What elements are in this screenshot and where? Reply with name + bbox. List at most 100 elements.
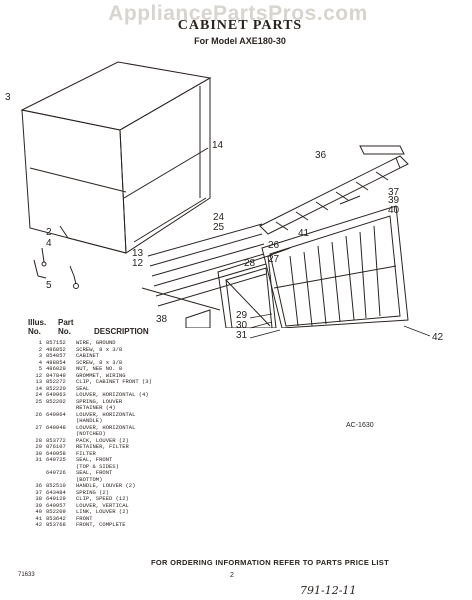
part-illus: 24: [35, 391, 42, 398]
part-illus: 4: [38, 358, 42, 366]
part-part-no: 852510: [46, 482, 66, 489]
table-row: RETAINER (4): [28, 404, 268, 412]
header-description: DESCRIPTION: [94, 327, 149, 336]
part-part-no: 649129: [46, 495, 66, 502]
header-part-no: No.: [58, 327, 71, 336]
part-description: GROMMET, WIRING: [76, 371, 126, 379]
part-description: SEAL: [76, 384, 90, 392]
part-illus: 29: [35, 443, 42, 450]
callout-39: 39: [388, 195, 400, 206]
part-description: SPRING, LOUVER: [76, 397, 123, 405]
part-description: LOUVER, HORIZONTAL: [76, 410, 136, 418]
part-illus: 5: [38, 365, 42, 372]
header-illus: Illus.: [28, 318, 47, 327]
part-description: FILTER: [76, 449, 96, 457]
callout-38: 38: [156, 314, 168, 325]
callout-27: 27: [268, 254, 280, 265]
part-description: WIRE, GROUND: [76, 339, 116, 346]
part-part-no: 852272: [46, 378, 66, 385]
part-illus: 37: [35, 488, 42, 496]
parts-table-header: Illus. Part: [28, 318, 268, 327]
table-row: (NOTCHED): [28, 430, 268, 438]
louver-handle-drawing: [259, 145, 409, 235]
callout-24: 24: [213, 212, 225, 223]
part-illus: 28: [35, 436, 42, 444]
callout-37: 37: [388, 187, 400, 198]
callout-30: 30: [236, 320, 248, 331]
part-description: (TOP & SIDES): [76, 462, 119, 470]
part-description: SCREW, 8 x 3/8: [76, 345, 123, 353]
part-part-no: 852209: [46, 508, 66, 515]
part-description: CLIP, CABINET FRONT (3): [76, 378, 152, 385]
callout-31: 31: [236, 330, 248, 341]
part-illus: 39: [35, 501, 42, 509]
part-part-no: 853768: [46, 521, 66, 528]
part-description: SPRING (2): [76, 488, 110, 496]
part-part-no: 876107: [46, 443, 66, 450]
table-row: 13 852272 CLIP, CABINET FRONT (3): [28, 378, 268, 386]
page-number: 2: [230, 572, 234, 579]
callout-28: 28: [244, 258, 256, 269]
watermark: AppliancePartsPros.com: [108, 2, 368, 25]
part-description: LINK, LOUVER (2): [76, 508, 129, 515]
callout-26: 26: [268, 240, 280, 251]
part-description: CLIP, SPEED (12): [76, 495, 129, 502]
part-illus: 27: [35, 423, 42, 431]
part-illus: 30: [35, 449, 42, 457]
callout-3: 3: [5, 92, 11, 103]
table-row: (TOP & SIDES): [28, 462, 268, 471]
part-part-no: 649963: [46, 391, 66, 398]
part-illus: 36: [35, 482, 42, 489]
part-description: (HANDLE): [76, 417, 103, 424]
callout-13: 13: [132, 248, 144, 259]
part-description: SEAL, FRONT: [76, 456, 113, 463]
part-part-no: 649726: [46, 469, 66, 476]
part-description: (NOTCHED): [76, 430, 106, 437]
front-grille-drawing: [261, 205, 409, 328]
callout-5: 5: [46, 280, 52, 291]
part-description: FRONT, COMPLETE: [76, 521, 126, 528]
part-part-no: 852202: [46, 397, 66, 405]
callout-29: 29: [236, 310, 248, 321]
part-part-no: 649958: [46, 449, 66, 457]
table-row: 37 643484 SPRING (2): [28, 488, 268, 497]
part-illus: 2: [38, 345, 42, 353]
part-illus: 38: [35, 495, 42, 502]
parts-table-header-row2: No. No. DESCRIPTION: [28, 327, 268, 336]
part-illus: 14: [35, 384, 42, 392]
page-title: CABINET PARTS: [177, 18, 303, 33]
callout-14: 14: [212, 140, 224, 151]
part-illus: 1: [38, 339, 42, 346]
part-part-no: 847849: [46, 371, 66, 379]
part-part-no: 853772: [46, 436, 66, 444]
part-description: PACK, LOUVER (2): [76, 436, 129, 444]
callout-42: 42: [432, 332, 444, 343]
table-row: (BOTTOM): [28, 476, 268, 484]
figure-reference: AC-1630: [346, 422, 374, 429]
callout-labels: 3 14 36 37 39 40 2 4 5 13 12 24 25 26 41…: [5, 92, 400, 325]
table-row: 38 649129 CLIP, SPEED (12): [28, 495, 268, 503]
callout-12: 12: [132, 258, 144, 269]
cabinet-drawing: [20, 61, 212, 254]
part-part-no: 486029: [46, 365, 66, 372]
part-part-no: 649948: [46, 423, 66, 431]
ordering-note: FOR ORDERING INFORMATION REFER TO PARTS …: [151, 558, 389, 567]
part-description: RETAINER, FILTER: [76, 443, 129, 450]
part-part-no: 643484: [46, 488, 66, 496]
callout-2: 2: [46, 227, 52, 238]
part-illus: 31: [35, 456, 42, 463]
part-illus: 13: [35, 378, 42, 385]
part-illus: 3: [38, 352, 42, 359]
